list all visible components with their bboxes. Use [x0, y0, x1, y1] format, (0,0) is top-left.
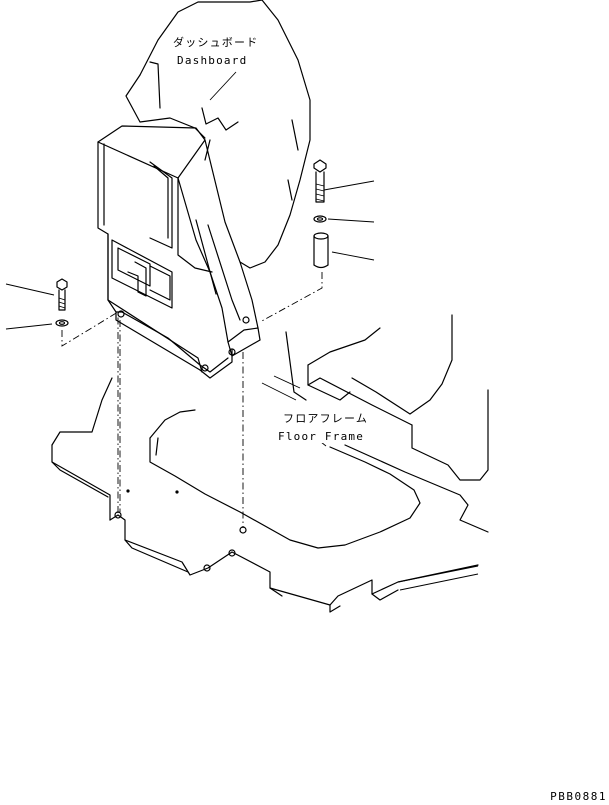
bolt-right [313, 159, 327, 203]
dashboard [97, 0, 311, 379]
spacer-collar [313, 232, 329, 269]
assembly-centerlines [61, 272, 323, 528]
washer-left [55, 319, 69, 327]
floor-frame [51, 314, 489, 613]
floor-frame-label: Floor Frame [277, 430, 366, 443]
bolt-left [56, 278, 68, 311]
dashboard-label: Dashboard [176, 54, 249, 67]
floor-frame-label-jp: フロアフレーム [282, 412, 370, 425]
dashboard-label-jp: ダッシュボード [172, 36, 260, 49]
leader-lines [5, 71, 375, 447]
washer-right [313, 215, 327, 223]
drawing-code: PBB0881 [550, 790, 607, 803]
